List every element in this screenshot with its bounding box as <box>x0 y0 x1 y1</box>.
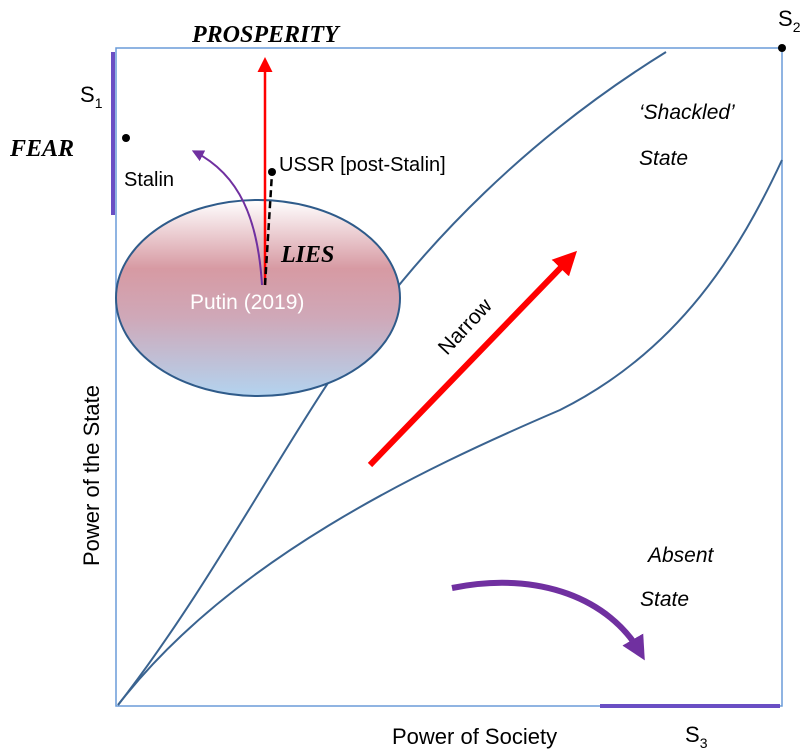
stalin-label: Stalin <box>124 169 174 191</box>
prosperity-label: PROSPERITY <box>191 22 341 48</box>
narrow-arrow <box>367 250 578 468</box>
plot-frame <box>115 47 783 707</box>
y-axis-label: Power of the State <box>79 385 104 566</box>
absent-state-label-line1: Absent <box>646 544 715 567</box>
putin-ellipse <box>115 199 401 397</box>
lower-corridor-curve <box>117 159 783 706</box>
shackled-state-label-line2: State <box>639 147 688 170</box>
fear-arrow <box>191 150 263 286</box>
s2-dot <box>778 44 786 52</box>
lies-label: LIES <box>280 242 334 268</box>
s3-label: S3 <box>685 722 708 751</box>
x-axis-label: Power of Society <box>392 724 557 749</box>
ussr-dot <box>268 168 276 176</box>
ussr-label: USSR [post-Stalin] <box>279 154 446 176</box>
s1-label: S1 <box>80 82 103 111</box>
putin-label: Putin (2019) <box>190 291 304 314</box>
shackled-state-label-line1: ‘Shackled’ <box>639 101 735 124</box>
absent-state-arrow <box>451 579 645 661</box>
stalin-dot <box>122 134 130 142</box>
fear-label: FEAR <box>9 136 74 162</box>
narrow-label: Narrow <box>434 294 498 360</box>
absent-state-label-line2: State <box>640 588 689 611</box>
lies-dashed-line <box>263 172 274 286</box>
s2-label: S2 <box>778 6 800 35</box>
